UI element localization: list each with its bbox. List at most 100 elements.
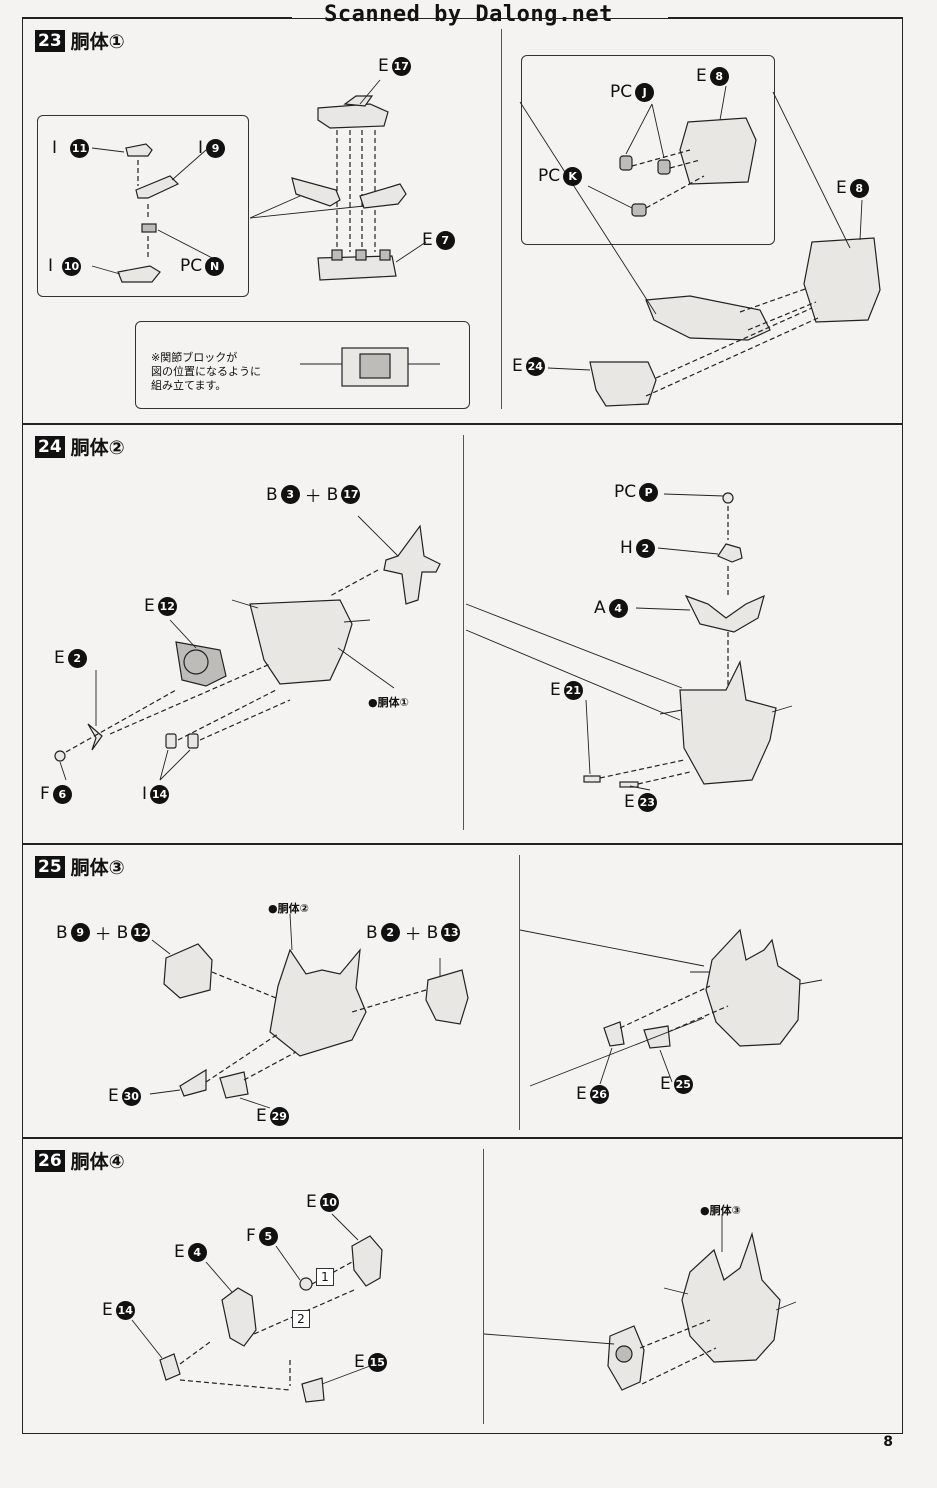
part-letter: E	[256, 1106, 267, 1126]
part-letter: F	[246, 1226, 256, 1246]
assembly-note: ※関節ブロックが 図の位置になるように 組み立てます。	[151, 351, 261, 393]
part-number: 11	[70, 138, 90, 158]
step-divider	[483, 1149, 484, 1424]
step-divider	[519, 855, 520, 1130]
callout-f5: F 5	[246, 1226, 278, 1246]
part-number: 10	[62, 256, 82, 276]
step-divider	[463, 435, 464, 830]
plus-sign: ＋	[94, 925, 112, 945]
part-number: J	[635, 82, 655, 102]
part-letter: E	[378, 56, 389, 76]
torso-4-right-diagram	[483, 1214, 797, 1391]
part-number: 23	[637, 792, 657, 812]
callout-e10: E 10	[306, 1192, 339, 1212]
part-number: 15	[367, 1352, 387, 1372]
part-letter: E	[422, 230, 433, 250]
step-title: 胴体②	[70, 437, 125, 459]
part-letter: F	[40, 784, 50, 804]
note-box	[135, 321, 470, 409]
part-number: 9	[70, 923, 90, 942]
callout-e8-detail: E 8	[696, 66, 729, 86]
part-letter: I	[198, 138, 204, 158]
part-number: 4	[187, 1242, 207, 1262]
part-letter: E	[624, 792, 635, 812]
step-title: 胴体④	[70, 1151, 125, 1173]
note-line-2: 図の位置になるように	[151, 365, 261, 378]
part-number: 12	[157, 596, 177, 616]
step-26-panel: 26 胴体④	[22, 1138, 903, 1434]
part-letter: E	[306, 1192, 317, 1212]
callout-e8: E 8	[836, 178, 869, 198]
callout-pc-n: PC N	[180, 256, 225, 276]
part-number: 25	[673, 1074, 693, 1094]
step-24-header: 24 胴体②	[35, 433, 125, 460]
step-divider	[501, 29, 502, 409]
part-number: 29	[269, 1106, 289, 1126]
callout-e15: E 15	[354, 1352, 387, 1372]
part-letter: E	[102, 1300, 113, 1320]
step-24-panel: 24 胴体②	[22, 424, 903, 844]
part-number: 5	[258, 1226, 278, 1246]
part-letter: B	[426, 922, 439, 943]
part-number: N	[205, 256, 225, 276]
step-title: 胴体③	[70, 857, 125, 879]
part-letter: E	[696, 66, 707, 86]
note-line-3: 組み立てます。	[151, 379, 227, 392]
torso-3-right-diagram	[519, 928, 823, 1087]
callout-e2: E 2	[54, 648, 87, 668]
part-letter: E	[144, 596, 155, 616]
part-letter: B	[326, 484, 339, 505]
callout-e26: E 26	[576, 1084, 609, 1104]
watermark-rule-left	[22, 17, 292, 18]
torso-2-right-diagram	[465, 492, 793, 791]
part-number: 9	[206, 138, 226, 158]
watermark: Scanned by Dalong.net	[324, 2, 613, 27]
part-letter: B	[266, 484, 278, 505]
part-letter: PC	[614, 482, 637, 502]
step-25-header: 25 胴体③	[35, 853, 125, 880]
step-25-panel: 25 胴体③	[22, 844, 903, 1138]
watermark-rule-right	[668, 17, 903, 18]
part-number: 2	[67, 648, 87, 668]
part-letter: I	[52, 138, 58, 158]
callout-e30: E 30	[108, 1086, 141, 1106]
step-23-header: 23 胴体①	[35, 27, 125, 54]
callout-a4: A 4	[594, 598, 628, 618]
part-number: 7	[435, 230, 455, 250]
part-number: 14	[150, 784, 170, 804]
part-number: 17	[341, 485, 361, 504]
torso-2-left-diagram	[54, 515, 441, 781]
part-letter: E	[660, 1074, 671, 1094]
page-number: 8	[883, 1434, 893, 1450]
part-number: K	[563, 166, 583, 186]
callout-pc-p: PC P	[614, 482, 659, 502]
ref-torso-1: ●胴体①	[368, 696, 409, 709]
part-number: 12	[131, 923, 151, 942]
part-letter: A	[594, 598, 606, 618]
torso-frame-diagram	[249, 79, 427, 281]
part-number: 21	[563, 680, 583, 700]
callout-f6: F 6	[40, 784, 72, 804]
callout-b2-b13: B 2 ＋ B 13	[366, 920, 461, 945]
step-number: 23	[35, 29, 65, 52]
callout-e24: E 24	[512, 356, 545, 376]
callout-e17: E 17	[378, 56, 411, 76]
step-number: 24	[35, 435, 65, 458]
part-letter: H	[620, 538, 633, 558]
hip-detail-diagram	[587, 85, 757, 217]
callout-e7: E 7	[422, 230, 455, 250]
part-letter: E	[174, 1242, 185, 1262]
part-number: 4	[608, 598, 628, 618]
step-number: 26	[35, 1149, 65, 1172]
part-letter: E	[108, 1086, 119, 1106]
callout-e29: E 29	[256, 1106, 289, 1126]
part-letter: E	[354, 1352, 365, 1372]
callout-h2: H 2	[620, 538, 655, 558]
callout-b9-b12: B 9 ＋ B 12	[56, 920, 151, 945]
part-number: 13	[441, 923, 461, 942]
part-number: 30	[121, 1086, 141, 1106]
part-letter: B	[56, 922, 68, 943]
plus-sign: ＋	[404, 925, 422, 945]
plus-sign: ＋	[304, 487, 322, 507]
callout-e4: E 4	[174, 1242, 207, 1262]
